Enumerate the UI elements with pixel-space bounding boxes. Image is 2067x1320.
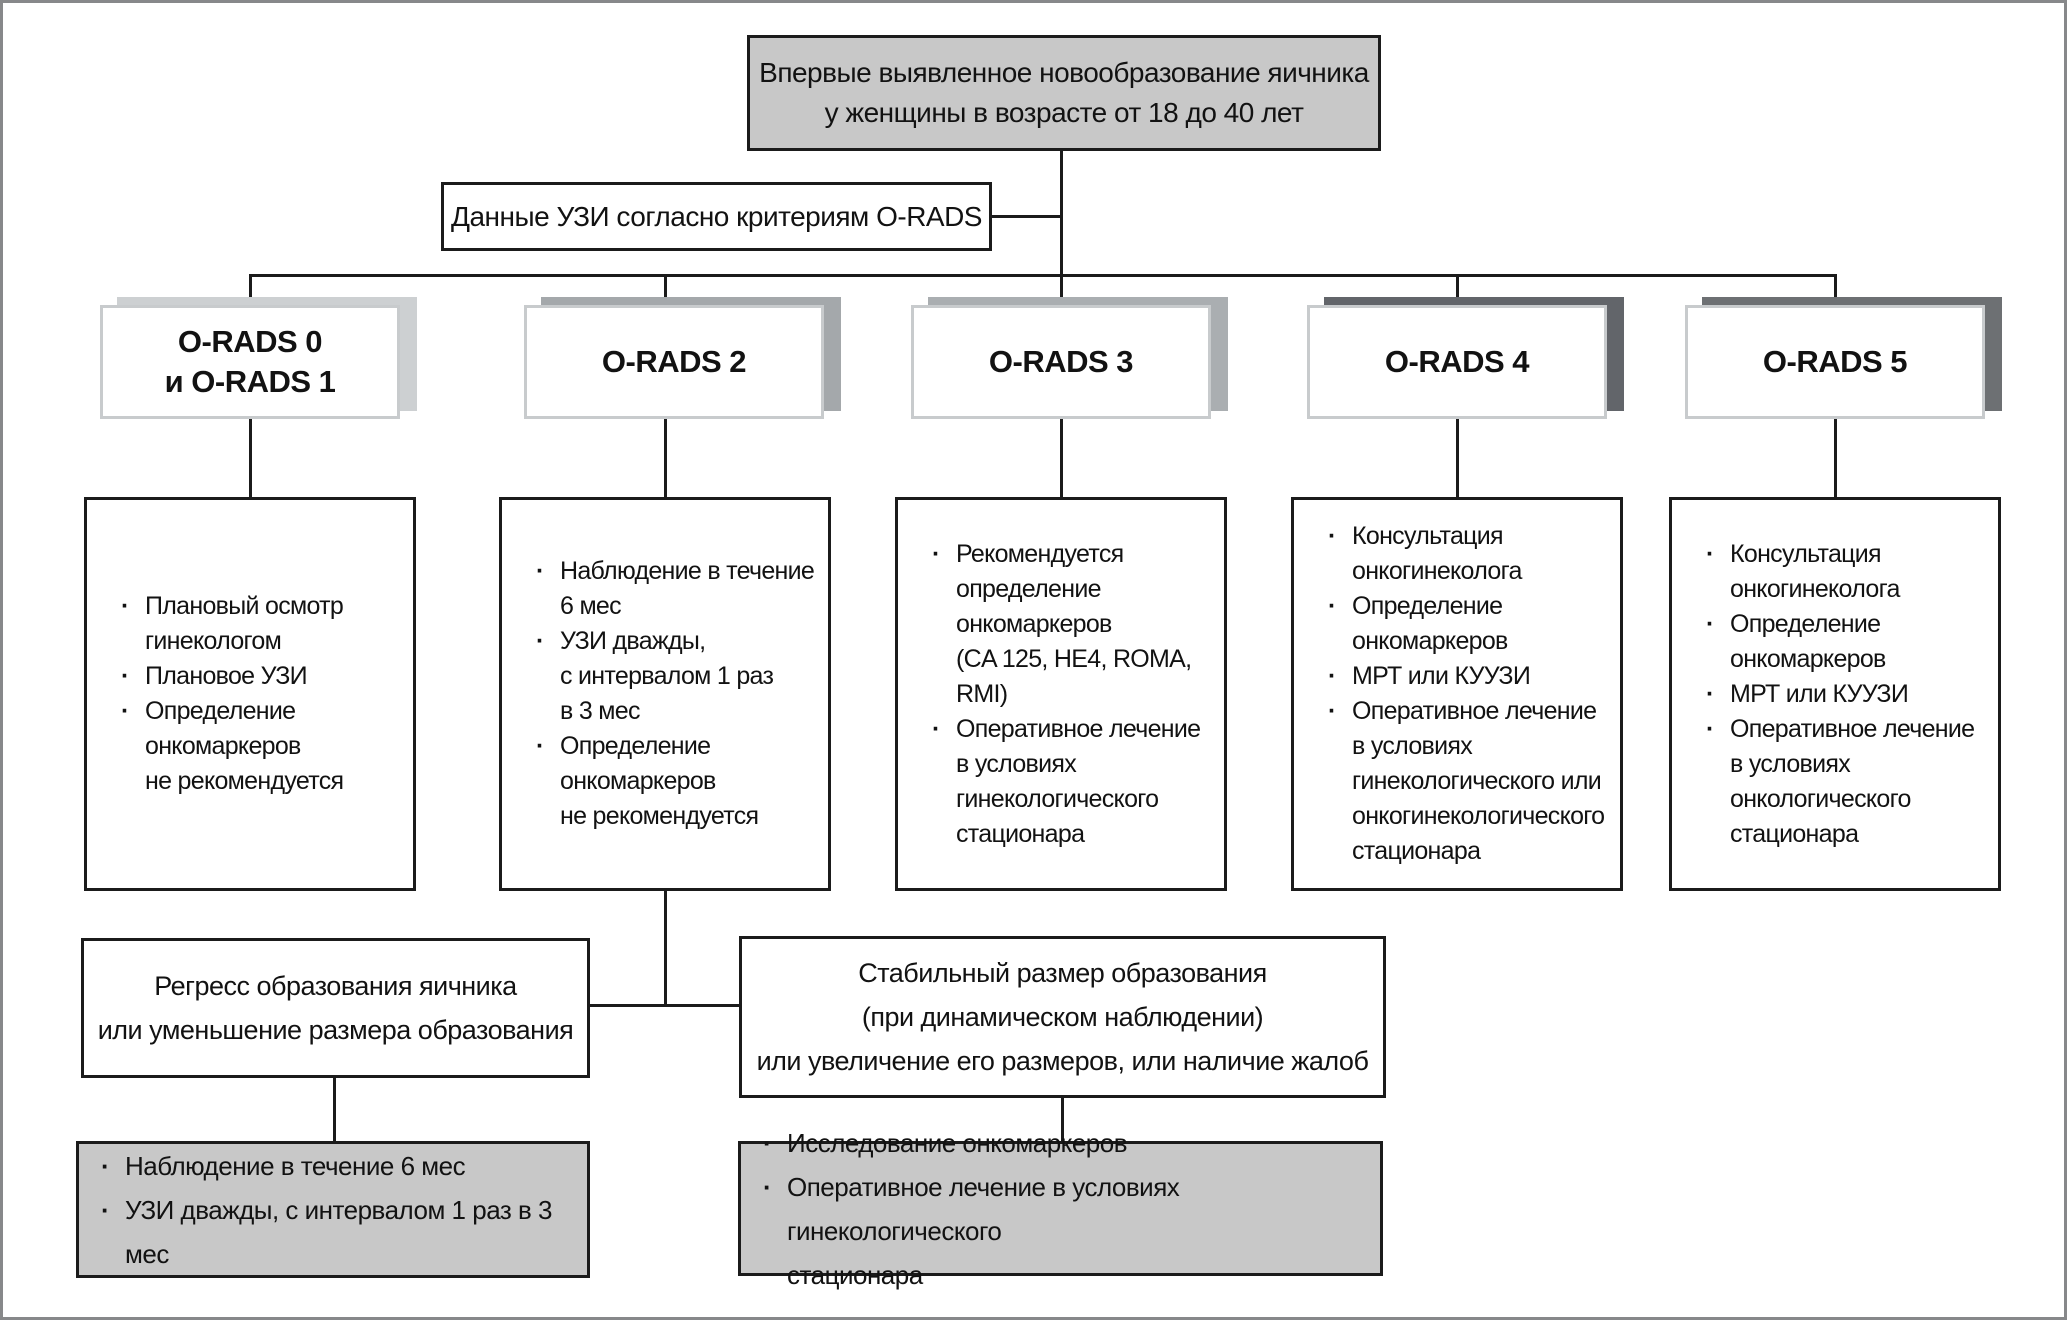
bullet-list: Рекомендуется определение онкомаркеров (… bbox=[898, 537, 1224, 852]
bullet-item: Консультация онкогинеколога bbox=[1698, 537, 1990, 607]
bullet-list: Плановый осмотр гинекологом Плановое УЗИ… bbox=[87, 589, 413, 799]
header-orads-3: O-RADS 3 bbox=[911, 305, 1211, 419]
header-label: O-RADS 4 bbox=[1384, 344, 1530, 379]
connector-drop-col3 bbox=[1060, 274, 1063, 305]
action-observation-box: Наблюдение в течение 6 мес УЗИ дважды, с… bbox=[76, 1141, 590, 1278]
connector-outcome-right-down bbox=[1061, 1098, 1064, 1141]
connector-col2-down bbox=[664, 889, 667, 1007]
connector-header-detail-col5 bbox=[1834, 419, 1837, 497]
bullet-item: УЗИ дважды, с интервалом 1 раз в 3 мес bbox=[95, 1188, 579, 1276]
title-box: Впервые выявленное новообразование яични… bbox=[747, 35, 1381, 151]
bullet-item: Оперативное лечение в условиях гинеколог… bbox=[924, 712, 1216, 852]
header-orads-2: O-RADS 2 bbox=[524, 305, 824, 419]
connector-drop-col5 bbox=[1834, 274, 1837, 305]
header-orads-5: O-RADS 5 bbox=[1685, 305, 1985, 419]
bullet-item: Определение онкомаркеров bbox=[1320, 589, 1612, 659]
bullet-item: УЗИ дважды, с интервалом 1 раз в 3 мес bbox=[528, 624, 820, 729]
connector-uzi-horizontal bbox=[992, 215, 1062, 218]
bullet-item: Консультация онкогинеколога bbox=[1320, 519, 1612, 589]
connector-drop-col2 bbox=[664, 274, 667, 305]
bullet-item: Определение онкомаркеров не рекомендуетс… bbox=[528, 729, 820, 834]
header-label: O-RADS 3 bbox=[988, 344, 1134, 379]
bullet-item: Наблюдение в течение 6 мес bbox=[528, 554, 820, 624]
bullet-item: МРТ или КУУЗИ bbox=[1698, 677, 1990, 712]
connector-header-detail-col2 bbox=[664, 419, 667, 497]
connector-top-vertical bbox=[1060, 151, 1063, 275]
bullet-item: Оперативное лечение в условиях гинеколог… bbox=[1320, 694, 1612, 869]
bullet-item: Рекомендуется определение онкомаркеров (… bbox=[924, 537, 1216, 712]
bullet-item: Плановый осмотр гинекологом bbox=[113, 589, 405, 659]
bullet-list: Наблюдение в течение 6 мес УЗИ дважды, с… bbox=[502, 554, 828, 834]
outcome-regress-text: Регресс образования яичника или уменьшен… bbox=[97, 971, 574, 1045]
uzi-criteria-box: Данные УЗИ согласно критериям O-RADS bbox=[441, 182, 992, 251]
outcome-stable-box: Стабильный размер образования (при динам… bbox=[739, 936, 1386, 1098]
header-label: O-RADS 0 и O-RADS 1 bbox=[164, 324, 336, 399]
bullet-item: Определение онкомаркеров bbox=[1698, 607, 1990, 677]
outcome-regress-box: Регресс образования яичника или уменьшен… bbox=[81, 938, 590, 1078]
header-label: O-RADS 2 bbox=[601, 344, 747, 379]
title-text: Впервые выявленное новообразование яични… bbox=[759, 57, 1369, 128]
connector-header-detail-col4 bbox=[1456, 419, 1459, 497]
connector-outcome-left-down bbox=[333, 1078, 336, 1141]
header-orads-4: O-RADS 4 bbox=[1307, 305, 1607, 419]
connector-drop-col4 bbox=[1456, 274, 1459, 305]
connector-header-detail-col1 bbox=[249, 419, 252, 497]
bullet-list: Наблюдение в течение 6 мес УЗИ дважды, с… bbox=[79, 1144, 587, 1276]
bullet-item: Определение онкомаркеров не рекомендуетс… bbox=[113, 694, 405, 799]
connector-mid-horizontal bbox=[590, 1004, 739, 1007]
bullet-list: Исследование онкомаркеров Оперативное ле… bbox=[741, 1121, 1380, 1297]
header-orads-0-1: O-RADS 0 и O-RADS 1 bbox=[100, 305, 400, 419]
detail-orads-2: Наблюдение в течение 6 мес УЗИ дважды, с… bbox=[499, 497, 831, 891]
bullet-list: Консультация онкогинеколога Определение … bbox=[1672, 537, 1998, 852]
outcome-stable-text: Стабильный размер образования (при динам… bbox=[756, 958, 1369, 1076]
bullet-item: Исследование онкомаркеров bbox=[757, 1121, 1372, 1165]
connector-distribution-horizontal bbox=[249, 274, 1837, 277]
uzi-criteria-text: Данные УЗИ согласно критериям O-RADS bbox=[451, 200, 982, 232]
detail-orads-5: Консультация онкогинеколога Определение … bbox=[1669, 497, 2001, 891]
bullet-item: Оперативное лечение в условиях гинеколог… bbox=[757, 1165, 1372, 1297]
detail-orads-0-1: Плановый осмотр гинекологом Плановое УЗИ… bbox=[84, 497, 416, 891]
detail-orads-4: Консультация онкогинеколога Определение … bbox=[1291, 497, 1623, 891]
bullet-item: МРТ или КУУЗИ bbox=[1320, 659, 1612, 694]
connector-drop-col1 bbox=[249, 274, 252, 305]
connector-header-detail-col3 bbox=[1060, 419, 1063, 497]
bullet-item: Плановое УЗИ bbox=[113, 659, 405, 694]
bullet-item: Оперативное лечение в условиях онкологич… bbox=[1698, 712, 1990, 852]
header-label: O-RADS 5 bbox=[1762, 344, 1908, 379]
action-surgery-box: Исследование онкомаркеров Оперативное ле… bbox=[738, 1121, 1383, 1290]
bullet-list: Консультация онкогинеколога Определение … bbox=[1294, 519, 1620, 869]
detail-orads-3: Рекомендуется определение онкомаркеров (… bbox=[895, 497, 1227, 891]
bullet-item: Наблюдение в течение 6 мес bbox=[95, 1144, 579, 1188]
